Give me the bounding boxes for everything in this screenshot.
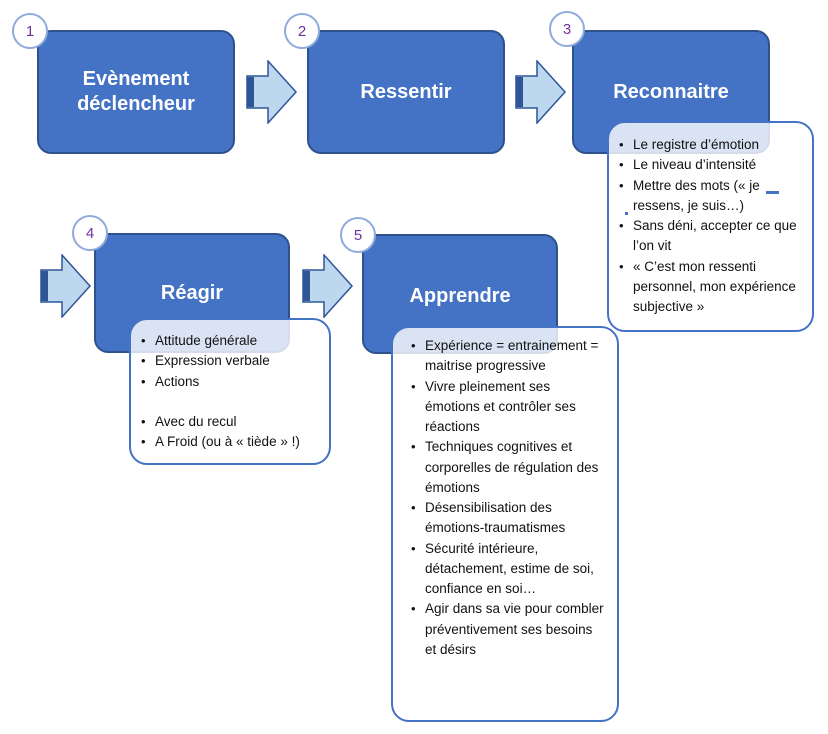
- step-number-badge: 2: [284, 13, 320, 49]
- list-item: Avec du recul: [141, 412, 321, 432]
- list-item: Vivre pleinement ses émotions et contrôl…: [411, 377, 607, 438]
- list-item: Agir dans sa vie pour combler préventive…: [411, 599, 607, 660]
- step-number-badge: 4: [72, 215, 108, 251]
- bullet-list: Expérience = entrainement = maitrise pro…: [411, 336, 607, 660]
- arrow-4-to-5: [302, 254, 354, 318]
- list-item: Sécurité intérieure, détachement, estime…: [411, 539, 607, 600]
- arrow-3-to-4: [40, 254, 92, 318]
- panel-reagir: Attitude générale Expression verbale Act…: [129, 318, 331, 465]
- step-box-ressentir: Ressentir: [307, 30, 505, 154]
- step-box-evenement: Evènement déclencheur: [37, 30, 235, 154]
- bullet-list: Le registre d’émotion Le niveau d’intens…: [619, 135, 804, 317]
- list-item: A Froid (ou à « tiède » !): [141, 432, 321, 452]
- step-title: Ressentir: [360, 80, 452, 103]
- step-title: Apprendre: [409, 285, 511, 307]
- step-title: Evènement déclencheur: [77, 68, 195, 115]
- list-item: Le registre d’émotion: [619, 135, 804, 155]
- list-item: Expérience = entrainement = maitrise pro…: [411, 336, 607, 377]
- panel-reconnaitre: Le registre d’émotion Le niveau d’intens…: [607, 121, 814, 332]
- list-item: Expression verbale: [141, 351, 321, 371]
- decorative-dash: [766, 191, 779, 194]
- decorative-dot: [625, 212, 628, 215]
- list-item: « C’est mon ressenti personnel, mon expé…: [619, 257, 804, 318]
- list-item: Techniques cognitives et corporelles de …: [411, 437, 607, 498]
- arrow-1-to-2: [246, 60, 298, 124]
- panel-apprendre: Expérience = entrainement = maitrise pro…: [391, 326, 619, 722]
- list-item: Désensibilisation des émotions-traumatis…: [411, 498, 607, 539]
- list-item: Le niveau d’intensité: [619, 155, 804, 175]
- list-item: Actions: [141, 372, 321, 392]
- step-number-badge: 3: [549, 11, 585, 47]
- step-title: Réagir: [160, 282, 224, 304]
- list-spacer: [141, 392, 321, 412]
- step-number-badge: 5: [340, 217, 376, 253]
- list-item: Mettre des mots (« je ressens, je suis…): [619, 176, 804, 217]
- bullet-list: Attitude générale Expression verbale Act…: [141, 331, 321, 452]
- list-item: Sans déni, accepter ce que l’on vit: [619, 216, 804, 257]
- step-number-badge: 1: [12, 13, 48, 49]
- step-title: Reconnaitre: [613, 81, 729, 103]
- list-item: Attitude générale: [141, 331, 321, 351]
- arrow-2-to-3: [515, 60, 567, 124]
